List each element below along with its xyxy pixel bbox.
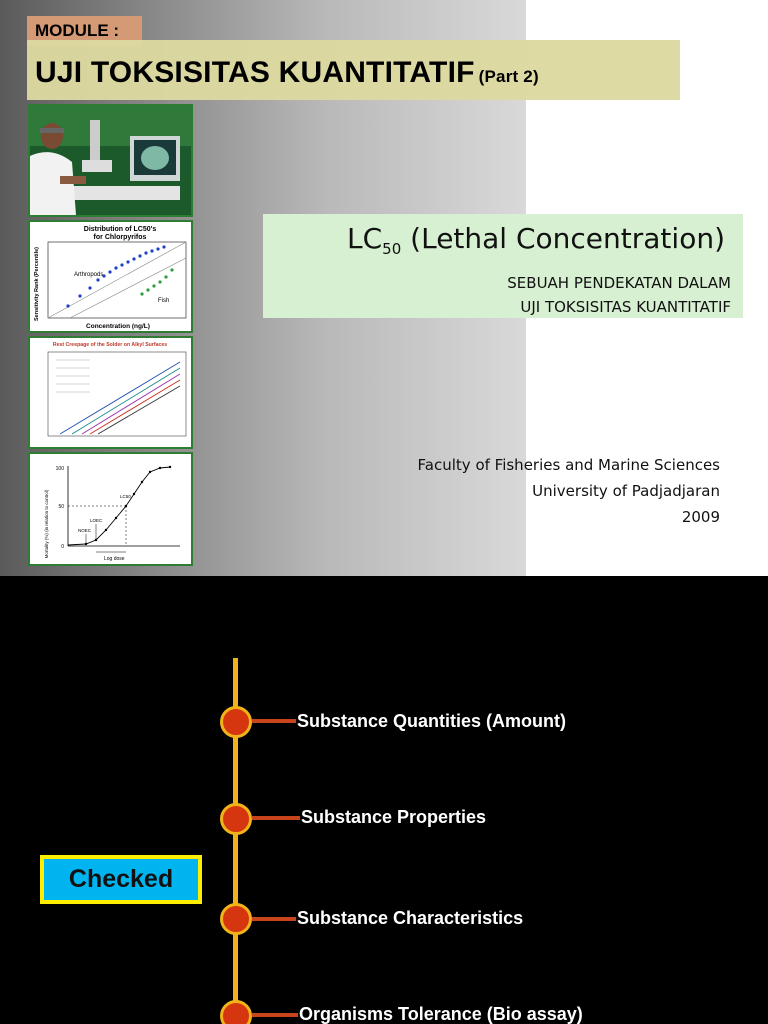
slide-title: UJI TOKSISITAS KUANTITATIF(Part 2) xyxy=(35,56,539,90)
thumb1-title-2: for Chlorpyrifos xyxy=(94,234,147,241)
thumb1-title-1: Distribution of LC50's xyxy=(84,226,157,233)
lc50-distribution-thumbnail: Distribution of LC50's for Chlorpyrifos … xyxy=(28,220,193,333)
title-main: UJI TOKSISITAS KUANTITATIF xyxy=(35,56,475,89)
faculty-name: Faculty of Fisheries and Marine Sciences xyxy=(417,456,720,474)
thumb3-tick-100: 100 xyxy=(56,466,65,472)
lc50-title: LC50 (Lethal Concentration) xyxy=(347,222,725,258)
timeline-node xyxy=(220,903,252,935)
lc-subscript: 50 xyxy=(382,240,402,258)
lc50-distribution-chart: Distribution of LC50's for Chlorpyrifos … xyxy=(34,226,187,330)
year: 2009 xyxy=(681,508,720,526)
lc50-subtitle-2: UJI TOKSISITAS KUANTITATIF xyxy=(520,298,731,316)
item-substance-properties: Substance Properties xyxy=(301,807,487,827)
thumb3-loec: LOEC xyxy=(90,518,103,523)
university-name: University of Padjadjaran xyxy=(532,482,720,500)
thumb3-lc50: LC50 xyxy=(120,494,131,499)
thumb3-ylabel: Mortality (%) (in relation to control) xyxy=(44,489,49,558)
faculty-block: Faculty of Fisheries and Marine Sciences… xyxy=(418,452,720,530)
item-substance-quantities: Substance Quantities (Amount) xyxy=(297,711,567,731)
thumb1-series-a: Arthropods xyxy=(74,272,103,278)
title-band xyxy=(27,40,680,100)
scientist-photo xyxy=(28,104,193,217)
dose-response-chart: Mortality (%) (in relation to control) 1… xyxy=(44,465,180,562)
timeline-node xyxy=(220,1000,252,1024)
branch-line xyxy=(252,816,300,820)
item-substance-characteristics: Substance Characteristics xyxy=(297,908,524,928)
creepage-thumbnail: Rest Creepage of the Solder on Alkyl Sur… xyxy=(28,336,193,449)
thumb1-ylabel: Sensitivity Rank (Percentile) xyxy=(34,247,40,321)
timeline-node xyxy=(220,706,252,738)
lc50-title-box: LC50 (Lethal Concentration) SEBUAH PENDE… xyxy=(263,214,743,318)
timeline-line xyxy=(233,658,238,1024)
checked-badge: Checked xyxy=(40,855,202,904)
creepage-chart: Rest Creepage of the Solder on Alkyl Sur… xyxy=(47,342,187,437)
thumb3-tick-50: 50 xyxy=(58,504,64,510)
lc-rest: (Lethal Concentration) xyxy=(401,222,725,255)
branch-line xyxy=(252,1013,298,1017)
thumb1-series-b: Fish xyxy=(158,298,169,304)
dose-response-thumbnail: Mortality (%) (in relation to control) 1… xyxy=(28,452,193,566)
thumb2-title: Rest Creepage of the Solder on Alkyl Sur… xyxy=(53,342,167,348)
checklist-slide: Substance Quantities (Amount) Substance … xyxy=(0,576,768,1024)
timeline-node xyxy=(220,803,252,835)
thumb3-xlabel: Log dose xyxy=(104,556,125,562)
thumb1-xlabel: Concentration (ng/L) xyxy=(86,323,150,330)
branch-line xyxy=(252,917,296,921)
lc-prefix: LC xyxy=(347,222,383,255)
title-part: (Part 2) xyxy=(478,67,539,86)
branch-line xyxy=(252,719,296,723)
thumb3-tick-0: 0 xyxy=(61,544,64,550)
item-organisms-tolerance: Organisms Tolerance (Bio assay) xyxy=(299,1004,583,1024)
scientist-microscope-image xyxy=(30,106,191,215)
title-slide: MODULE : UJI TOKSISITAS KUANTITATIF(Part… xyxy=(0,0,768,576)
lc50-subtitle-1: SEBUAH PENDEKATAN DALAM xyxy=(507,274,731,292)
thumb3-noec: NOEC xyxy=(78,528,92,533)
